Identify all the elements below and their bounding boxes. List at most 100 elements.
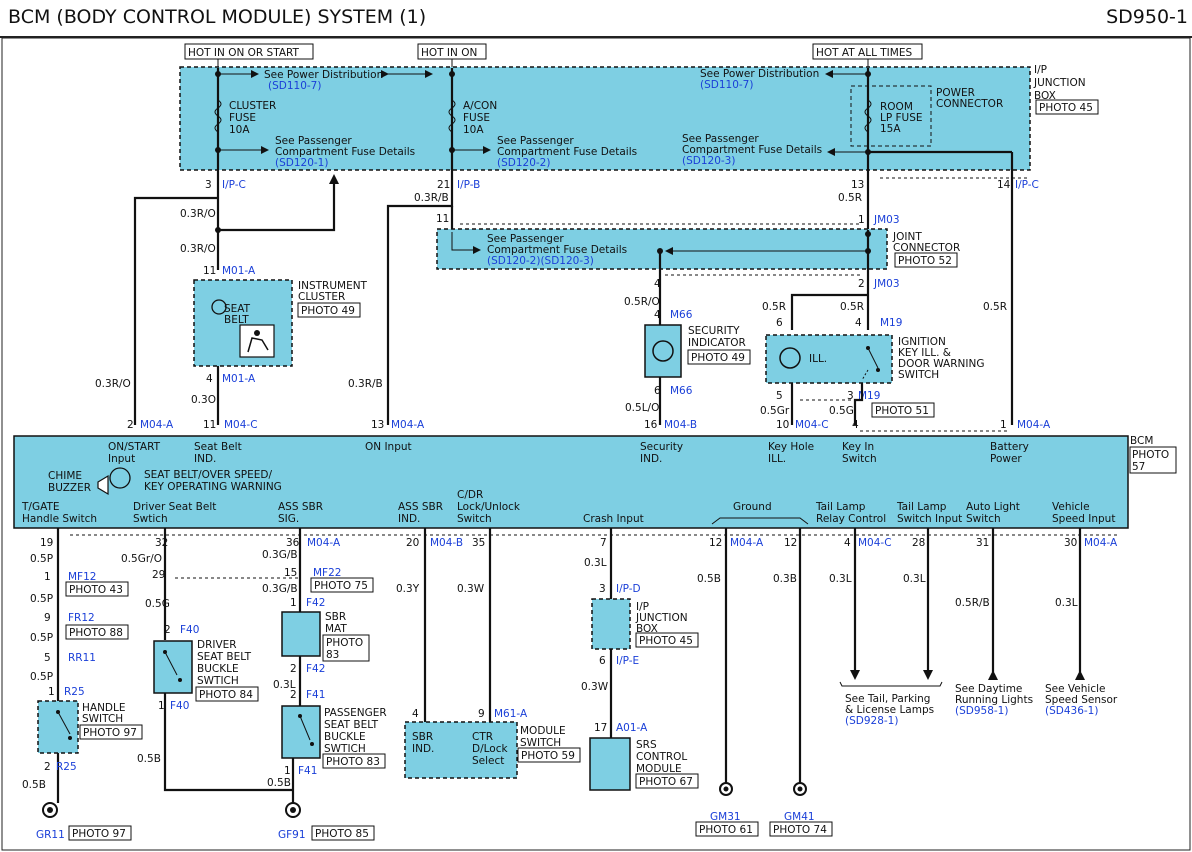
module-switch-chain: 20 M04-B 35 0.3Y 0.3W 4 9 M61-A SBR IND.… [396,528,581,779]
svg-text:MF22: MF22 [313,567,341,579]
svg-text:CONNECTOR: CONNECTOR [936,98,1003,110]
svg-text:See Tail, Parking: See Tail, Parking [845,693,930,705]
svg-text:IND.: IND. [640,453,662,465]
svg-text:35: 35 [472,537,485,549]
svg-text:Auto Light: Auto Light [966,501,1020,513]
svg-text:SEAT BELT/OVER SPEED/: SEAT BELT/OVER SPEED/ [144,469,272,481]
svg-text:PHOTO 61: PHOTO 61 [699,824,753,836]
svg-text:0.3W: 0.3W [457,583,485,595]
svg-text:0.3L: 0.3L [273,679,296,691]
svg-text:ILL.: ILL. [809,353,827,365]
svg-text:PHOTO: PHOTO [326,637,363,649]
svg-text:SWTICH: SWTICH [324,743,366,755]
svg-text:F42: F42 [306,597,325,609]
svg-text:0.5R: 0.5R [983,301,1007,313]
svg-text:GM41: GM41 [784,811,815,823]
svg-text:IND.: IND. [398,513,420,525]
svg-text:0.3L: 0.3L [903,573,926,585]
joint-connector: JOINT CONNECTOR PHOTO 52 See Passenger C… [436,228,960,325]
svg-text:1: 1 [48,686,55,698]
svg-text:CONNECTOR: CONNECTOR [893,242,960,254]
svg-text:4: 4 [844,537,851,549]
svg-text:3: 3 [205,179,212,191]
svg-text:PHOTO 52: PHOTO 52 [898,255,952,267]
svg-text:0.5Gr/O: 0.5Gr/O [121,553,162,565]
svg-text:1: 1 [290,597,297,609]
svg-text:M04-A: M04-A [391,419,425,431]
svg-text:M19: M19 [858,390,880,402]
svg-text:9: 9 [44,612,51,624]
svg-text:Compartment Fuse Details: Compartment Fuse Details [275,146,415,158]
svg-text:2: 2 [127,419,134,431]
svg-text:83: 83 [326,649,339,661]
svg-text:CLUSTER: CLUSTER [298,291,345,303]
svg-text:BOX: BOX [1034,90,1056,102]
svg-text:Running Lights: Running Lights [955,694,1033,706]
svg-text:M04-C: M04-C [858,537,892,549]
svg-text:1: 1 [858,214,865,226]
svg-text:M04-A: M04-A [307,537,341,549]
svg-text:0.5L/O: 0.5L/O [625,402,659,414]
svg-text:See Passenger: See Passenger [682,133,759,145]
svg-text:0.3G/B: 0.3G/B [262,583,298,595]
svg-text:11: 11 [203,419,216,431]
power-labels: HOT IN ON OR START HOT IN ON HOT AT ALL … [184,43,923,68]
svg-text:Relay Control: Relay Control [816,513,886,525]
svg-text:JOINT: JOINT [892,231,922,243]
svg-text:DRIVER: DRIVER [197,639,237,651]
svg-text:(SD110-7): (SD110-7) [268,80,321,92]
svg-text:19: 19 [40,537,53,549]
svg-text:2: 2 [290,689,297,701]
svg-text:F42: F42 [306,663,325,675]
svg-text:SRS: SRS [636,739,657,751]
svg-text:See Vehicle: See Vehicle [1045,683,1105,695]
svg-text:Switch Input: Switch Input [897,513,962,525]
svg-text:I/P: I/P [636,601,649,613]
diagram-border [1,37,1191,851]
svg-text:JM03: JM03 [873,214,900,226]
svg-text:Switch: Switch [966,513,1001,525]
svg-text:0.5R/B: 0.5R/B [955,597,990,609]
svg-text:FUSE: FUSE [463,112,490,124]
svg-text:M04-C: M04-C [224,419,258,431]
svg-text:M01-A: M01-A [222,373,256,385]
tgate-handle-chain: 19 0.5P 1 MF12 PHOTO 43 0.5P 9 FR12 PHOT… [22,528,143,841]
svg-text:PHOTO 43: PHOTO 43 [69,584,123,596]
svg-text:15A: 15A [880,123,901,135]
svg-text:HOT AT ALL TIMES: HOT AT ALL TIMES [816,47,912,59]
svg-text:CHIME: CHIME [48,470,82,482]
svg-text:13: 13 [851,179,864,191]
svg-text:4: 4 [412,708,419,720]
svg-text:I/P-E: I/P-E [616,655,639,667]
svg-text:KEY OPERATING WARNING: KEY OPERATING WARNING [144,481,282,493]
svg-text:0.3W: 0.3W [581,681,609,693]
svg-text:SWITCH: SWITCH [520,737,561,749]
svg-text:29: 29 [152,569,165,581]
svg-text:POWER: POWER [936,87,975,99]
svg-text:1: 1 [158,700,165,712]
svg-text:SWITCH: SWITCH [898,369,939,381]
svg-text:KEY ILL. &: KEY ILL. & [898,347,951,359]
instrument-cluster: 11 M01-A SEAT BELT INSTRUMENT CLUSTER PH… [191,265,368,431]
svg-text:Security: Security [640,441,683,453]
page-title: BCM (BODY CONTROL MODULE) SYSTEM (1) [8,6,427,28]
svg-text:9: 9 [478,708,485,720]
svg-text:PHOTO 51: PHOTO 51 [875,405,929,417]
svg-text:ILL.: ILL. [768,453,786,465]
svg-text:& License Lamps: & License Lamps [845,704,934,716]
svg-text:I/P-B: I/P-B [457,179,480,191]
svg-text:I/P-C: I/P-C [1015,179,1039,191]
svg-text:PHOTO 45: PHOTO 45 [1039,102,1093,114]
driver-seatbelt-chain: 32 0.5Gr/O 29 0.5G 2 F40 DRIVER SEAT BEL… [121,528,300,792]
svg-text:0.3L: 0.3L [829,573,852,585]
svg-text:7: 7 [600,537,607,549]
svg-text:Power: Power [990,453,1022,465]
svg-text:12: 12 [784,537,797,549]
svg-text:0.5P: 0.5P [30,671,53,683]
svg-text:0.5P: 0.5P [30,553,53,565]
svg-text:JUNCTION: JUNCTION [635,612,688,624]
svg-text:HANDLE: HANDLE [82,702,126,714]
svg-text:INSTRUMENT: INSTRUMENT [298,280,368,292]
svg-text:13: 13 [371,419,384,431]
svg-text:57: 57 [1132,461,1145,473]
